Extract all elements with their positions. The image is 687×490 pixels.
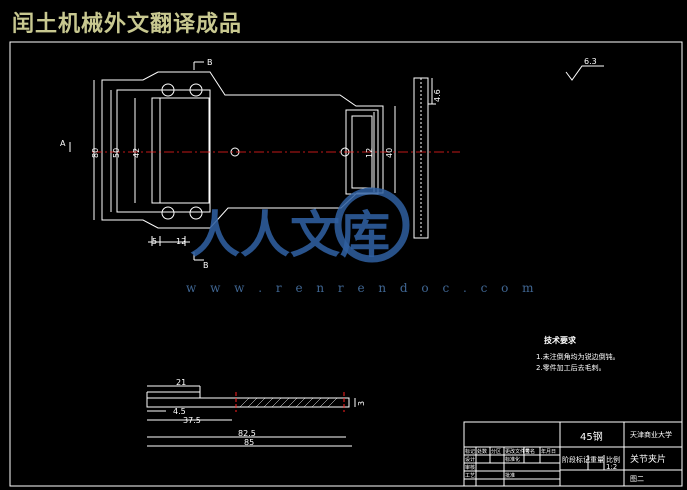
roughness-symbol: [565, 65, 604, 81]
scale-label: 比例: [606, 455, 620, 464]
side-view: [413, 77, 436, 239]
hole-bottom-right: [189, 206, 203, 220]
hole-top-right: [189, 83, 203, 97]
dim-85: 85: [244, 438, 254, 447]
section-label-b-bottom: B: [203, 261, 209, 270]
dim-21: 21: [176, 378, 186, 387]
inner-pocket-inner: [151, 97, 210, 204]
stage-mark-label: 阶段标记: [562, 455, 590, 464]
row-process: 工艺: [465, 473, 475, 479]
dim-50: 50: [112, 148, 121, 158]
col-change-doc: 更改文件号: [505, 448, 530, 455]
weight-label: 重量: [590, 456, 604, 464]
title-block: [463, 421, 683, 487]
dim-37-5: 37.5: [183, 416, 201, 425]
col-count: 处数: [477, 448, 487, 455]
banner-title: 闰土机械外文翻译成品: [12, 12, 243, 37]
drawing-border: [9, 41, 683, 487]
row-standard: 标准化: [505, 456, 520, 463]
dim-40: 40: [385, 148, 394, 158]
material: 45钢: [580, 430, 603, 443]
dim-42: 42: [132, 148, 141, 158]
dim-4-6: 4.6: [433, 89, 442, 102]
tech-req-item-2: 2.零件加工后去毛刺。: [536, 363, 606, 372]
section-view: [146, 385, 356, 447]
col-date: 年月日: [541, 448, 556, 455]
hole-top-left: [161, 83, 175, 97]
tech-req-item-1: 1.未注倒角均为锐边倒钝。: [536, 352, 620, 361]
section-label-b-top: B: [207, 58, 213, 67]
dim-82-5: 82.5: [238, 429, 256, 438]
hole-bottom-left: [161, 206, 175, 220]
col-mark: 标记: [465, 448, 475, 455]
dim-12a: 12: [176, 237, 186, 246]
watermark-logo-text: 人人文库: [190, 205, 390, 264]
drawing-number: 图二: [630, 475, 644, 483]
view-label-a: A: [60, 139, 66, 148]
dim-3: 3: [357, 401, 366, 406]
inner-pocket-outer: [116, 89, 211, 213]
university-name: 天津商业大学: [630, 430, 672, 439]
row-design: 设计: [465, 456, 475, 463]
section-hatching: [239, 397, 338, 408]
roughness-value: 6.3: [584, 57, 597, 66]
col-zone: 分区: [491, 448, 501, 455]
tech-req-title: 技术要求: [544, 335, 577, 345]
dim-80: 80: [91, 148, 100, 158]
dim-12b: 12: [365, 148, 374, 158]
watermark-url: w w w . r e n r e n d o c . c o m: [186, 281, 539, 295]
row-approve: 批准: [505, 472, 515, 479]
part-name: 关节夹片: [630, 453, 666, 465]
watermark-ring: [334, 187, 410, 263]
dim-5: 5: [152, 237, 157, 246]
scale-value: 1:2: [606, 463, 617, 471]
watermark: 人人文库 w w w . r e n r e n d o c . c o m: [186, 187, 539, 295]
col-sign: 签名: [525, 448, 535, 455]
dim-4-5: 4.5: [173, 407, 186, 416]
row-review: 审核: [465, 464, 475, 471]
